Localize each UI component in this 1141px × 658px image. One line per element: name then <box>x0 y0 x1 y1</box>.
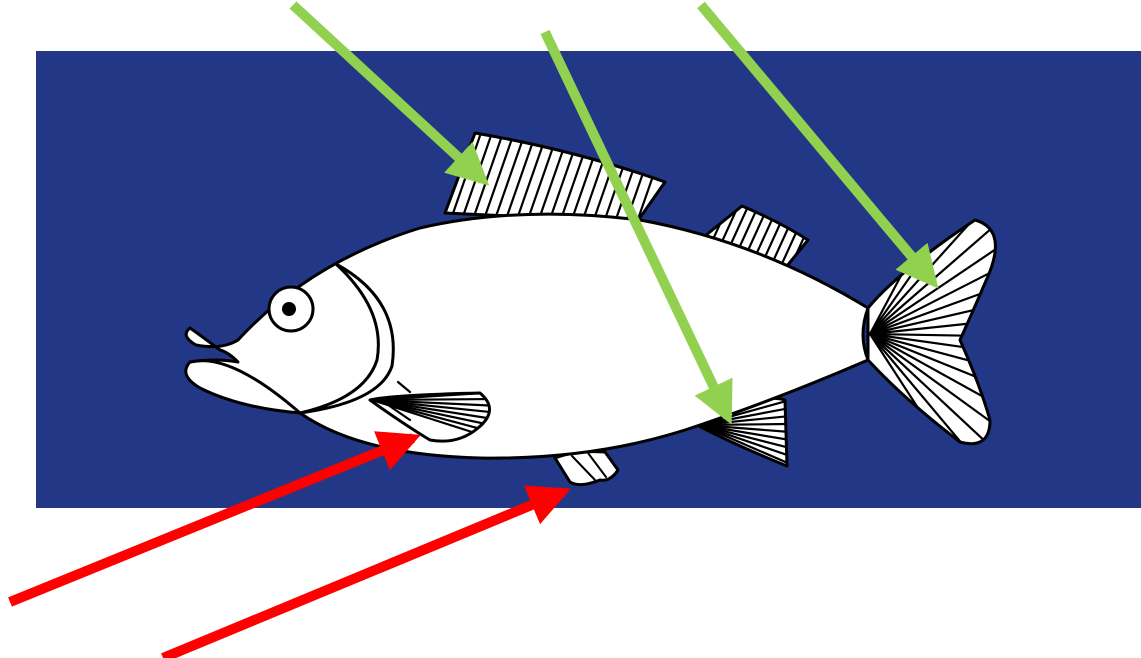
red-arrow-pelvic-fin <box>161 485 571 658</box>
red-arrow-pectoral-fin <box>8 431 421 607</box>
green-arrow-caudal-fin <box>697 1 939 289</box>
fish-pupil <box>282 302 296 316</box>
green-arrow-anal-fin <box>540 29 733 425</box>
mouth-line <box>188 359 302 415</box>
green-arrow-dorsal-fin <box>289 1 490 186</box>
pectoral-fin <box>368 380 491 443</box>
gill-cover <box>298 262 395 415</box>
